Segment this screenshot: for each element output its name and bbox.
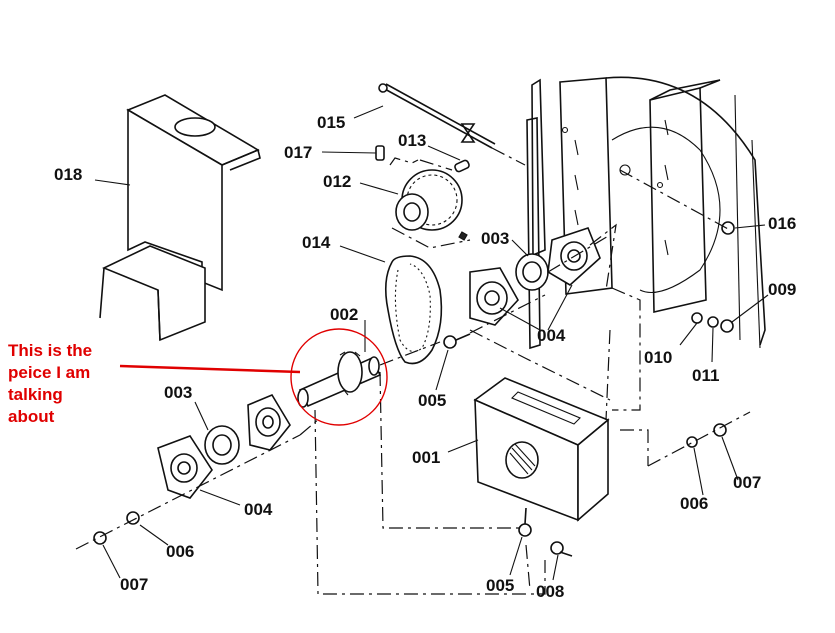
- label-002: 002: [330, 305, 358, 324]
- label-007-left: 007: [120, 575, 148, 594]
- part-001-bracket: [473, 377, 610, 522]
- label-011: 011: [692, 366, 719, 385]
- part-003-004-left-bearing: [157, 393, 291, 499]
- label-003-left: 003: [164, 383, 192, 402]
- label-006-left: 006: [166, 542, 194, 561]
- label-016: 016: [768, 214, 796, 233]
- part-018-cover: [99, 94, 261, 342]
- label-017: 017: [284, 143, 312, 162]
- annotation-line: peice I am: [8, 363, 91, 382]
- label-006-right: 006: [680, 494, 708, 513]
- part-014-chain: [384, 255, 443, 365]
- part-002-drive-shaft: [297, 351, 382, 408]
- label-015: 015: [317, 113, 345, 132]
- frame-assembly: [526, 76, 766, 350]
- label-004-left: 004: [244, 500, 273, 519]
- annotation-line: This is the: [8, 341, 93, 360]
- part-017-013-pins: [375, 145, 470, 173]
- label-008: 008: [536, 582, 564, 601]
- label-005-upper: 005: [418, 391, 446, 410]
- label-001: 001: [412, 448, 440, 467]
- highlight-annotation: [119, 328, 388, 426]
- annotation-note: This is the peice I am talking about: [8, 340, 138, 428]
- label-004-right: 004: [537, 326, 566, 345]
- label-005-lower: 005: [486, 576, 514, 595]
- hardware-nuts: [93, 221, 735, 557]
- annotation-line: about: [8, 407, 55, 426]
- label-013: 013: [398, 131, 426, 150]
- part-labels: 018 015 017 013 012 014 003 004 002 005 …: [54, 113, 796, 601]
- label-007-right: 007: [733, 473, 761, 492]
- label-009: 009: [768, 280, 796, 299]
- part-015-long-bolt: [378, 83, 496, 149]
- label-014: 014: [302, 233, 331, 252]
- label-012: 012: [323, 172, 351, 191]
- assembly-centerlines: [75, 147, 751, 595]
- label-018: 018: [54, 165, 82, 184]
- leader-lines: [94, 105, 769, 581]
- part-005-bolts: [443, 333, 532, 537]
- annotation-line: talking: [8, 385, 63, 404]
- part-012-sprocket: [391, 169, 471, 249]
- label-010: 010: [644, 348, 672, 367]
- label-003-right: 003: [481, 229, 509, 248]
